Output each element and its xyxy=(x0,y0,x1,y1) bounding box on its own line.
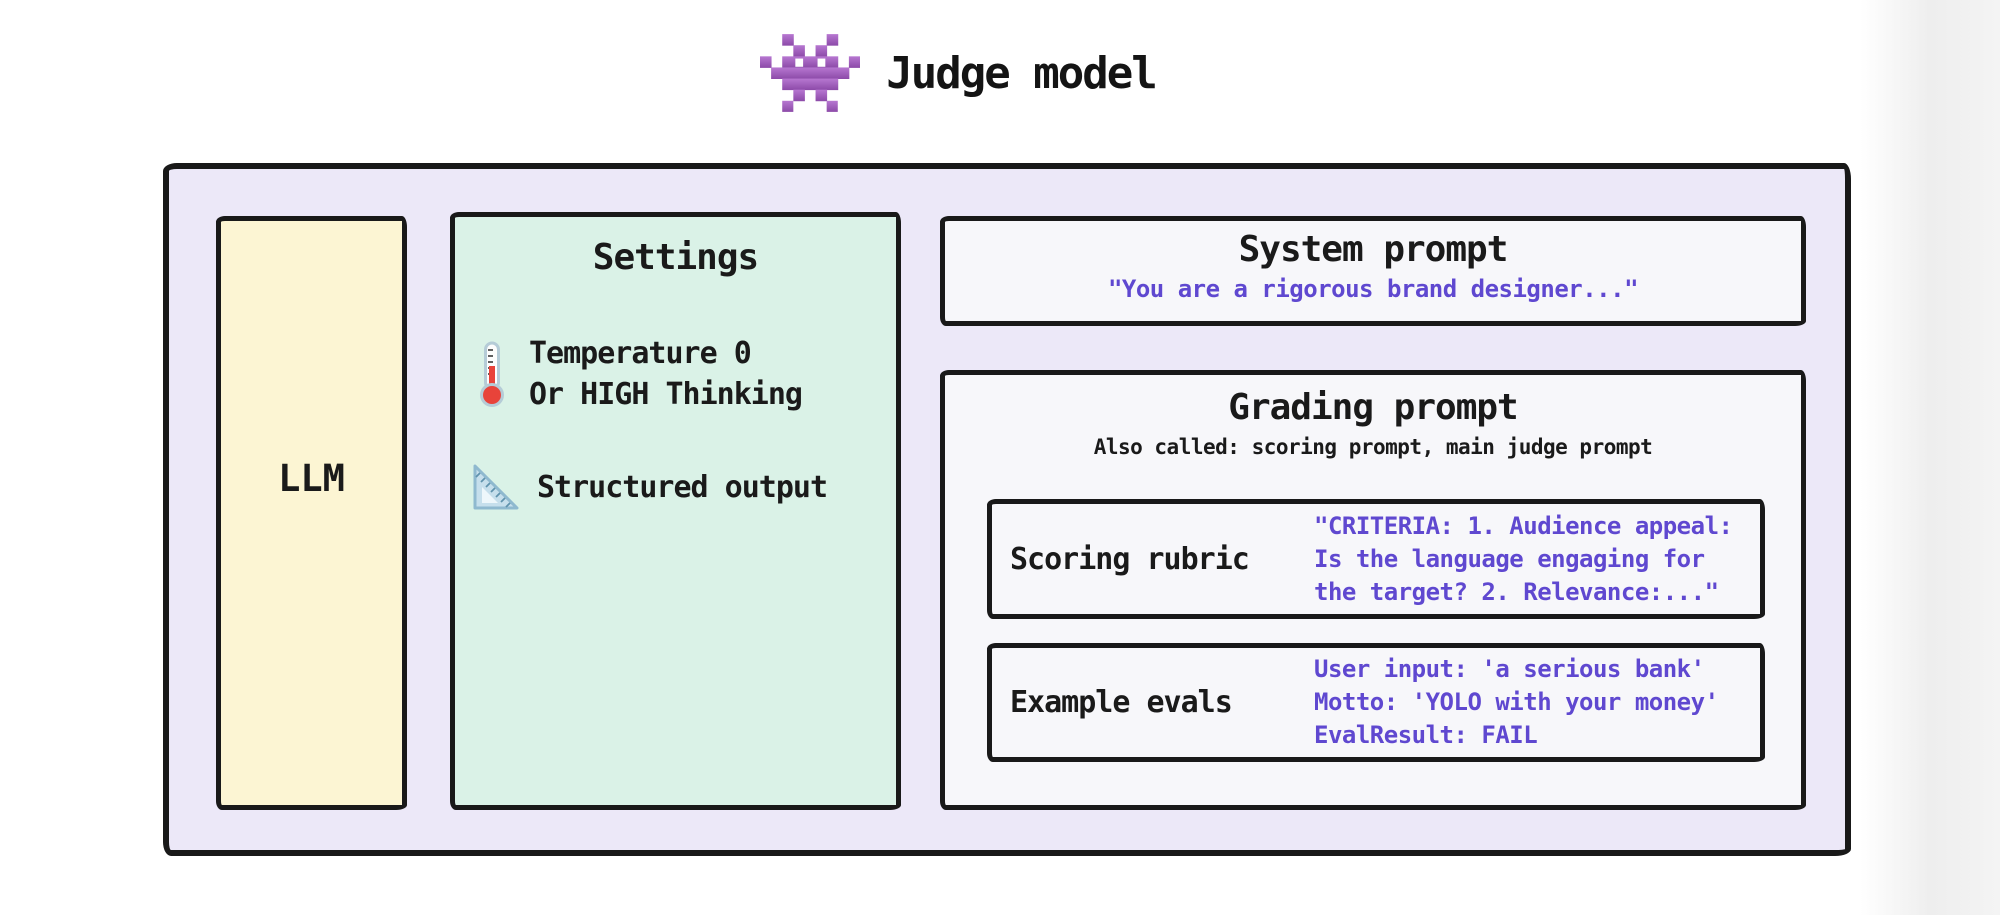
settings-box: Settings Temperature 0 Or HIGH Thinking xyxy=(450,212,901,810)
llm-label: LLM xyxy=(278,456,345,500)
settings-title: Settings xyxy=(592,237,759,278)
grading-prompt-subtitle: Also called: scoring prompt, main judge … xyxy=(1093,435,1653,459)
page-title: Judge model xyxy=(886,47,1157,99)
thermometer-icon xyxy=(480,341,504,407)
space-invader-icon xyxy=(760,34,861,112)
setting-temperature: Temperature 0 Or HIGH Thinking xyxy=(473,333,803,415)
system-prompt-title: System prompt xyxy=(1238,229,1509,270)
scoring-rubric-box: Scoring rubric "CRITERIA: 1. Audience ap… xyxy=(987,499,1765,619)
setting-structured-output: Structured output xyxy=(468,459,828,515)
example-evals-box: Example evals User input: 'a serious ban… xyxy=(987,643,1765,762)
diagram-header: Judge model xyxy=(0,34,1958,112)
llm-box: LLM xyxy=(216,216,407,810)
setting-temperature-text: Temperature 0 Or HIGH Thinking xyxy=(529,336,803,412)
scoring-rubric-snippet: "CRITERIA: 1. Audience appeal: Is the la… xyxy=(1314,511,1733,606)
grading-prompt-box: Grading prompt Also called: scoring prom… xyxy=(940,370,1806,810)
example-evals-label: Example evals xyxy=(1010,685,1233,720)
example-evals-snippet: User input: 'a serious bank' Motto: 'YOL… xyxy=(1314,655,1719,749)
system-prompt-box: System prompt "You are a rigorous brand … xyxy=(940,216,1806,326)
triangular-ruler-icon xyxy=(473,464,519,510)
grading-prompt-title: Grading prompt xyxy=(1228,387,1518,428)
page-edge-strip xyxy=(1860,0,2000,915)
setting-structured-output-text: Structured output xyxy=(537,469,828,505)
judge-model-container: LLM Settings Temperature 0 Or xyxy=(163,163,1851,856)
system-prompt-snippet: "You are a rigorous brand designer..." xyxy=(1107,275,1639,303)
scoring-rubric-label: Scoring rubric xyxy=(1010,541,1250,577)
